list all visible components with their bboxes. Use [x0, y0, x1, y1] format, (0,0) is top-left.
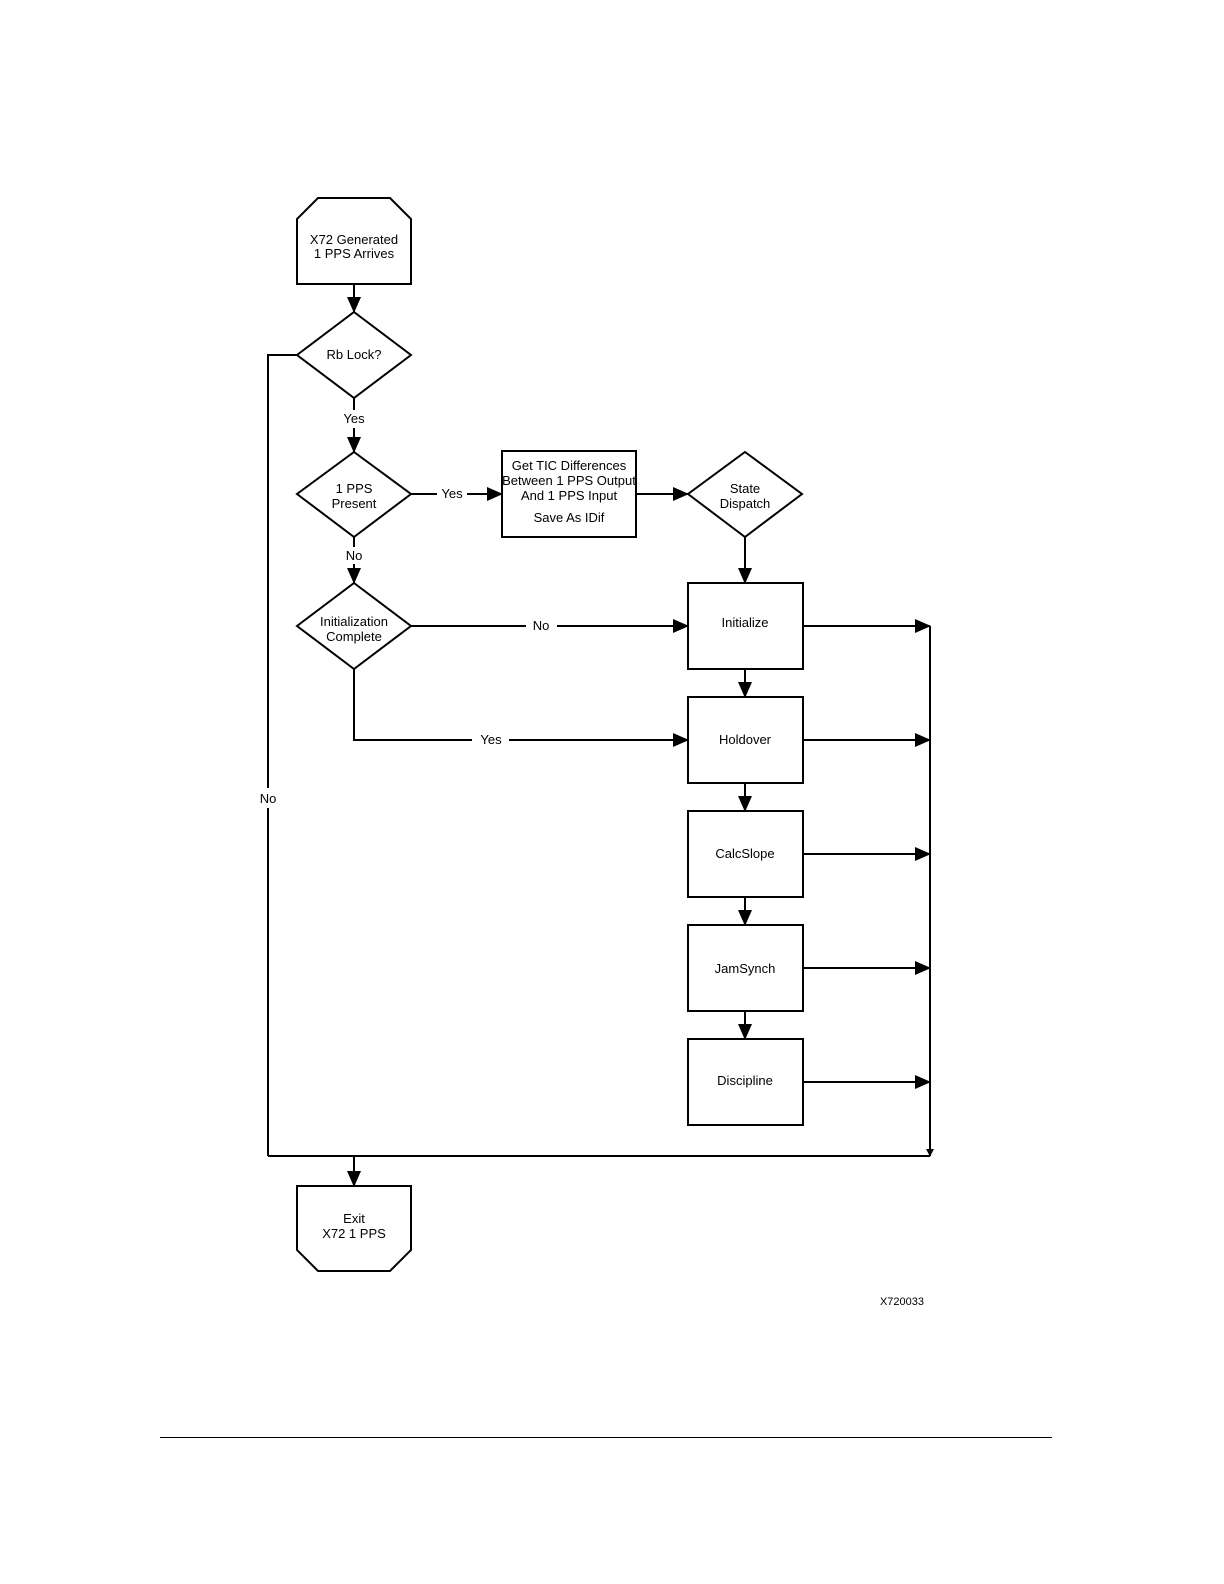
- holdover-state: Holdover: [688, 697, 803, 783]
- start-line-2: 1 PPS Arrives: [314, 246, 395, 261]
- rb-lock-decision: Rb Lock?: [297, 312, 411, 398]
- get-tic-line-4: Save As IDif: [534, 510, 605, 525]
- footer-rule: [160, 1437, 1052, 1438]
- label-rblock-no: No: [260, 791, 277, 806]
- initialize-state: Initialize: [688, 583, 803, 669]
- label-initcomplete-no: No: [533, 618, 550, 633]
- holdover-label: Holdover: [719, 732, 772, 747]
- exit-line-2: X72 1 PPS: [322, 1226, 386, 1241]
- state-dispatch-line-2: Dispatch: [720, 496, 771, 511]
- edge-initcomplete-yes-left: [354, 669, 472, 740]
- pps-present-line-2: Present: [332, 496, 377, 511]
- figure-id: X720033: [880, 1296, 924, 1308]
- jamsynch-label: JamSynch: [715, 961, 776, 976]
- edge-rblock-no-upper: [268, 355, 297, 788]
- get-tic-line-3: And 1 PPS Input: [521, 488, 618, 503]
- calcslope-state: CalcSlope: [688, 811, 803, 897]
- state-dispatch-line-1: State: [730, 481, 760, 496]
- calcslope-label: CalcSlope: [715, 846, 774, 861]
- label-rblock-yes: Yes: [343, 411, 365, 426]
- jamsynch-state: JamSynch: [688, 925, 803, 1011]
- discipline-label: Discipline: [717, 1073, 773, 1088]
- init-complete-line-2: Complete: [326, 629, 382, 644]
- init-complete-line-1: Initialization: [320, 614, 388, 629]
- connectors: [268, 284, 930, 1186]
- get-tic-line-1: Get TIC Differences: [512, 458, 627, 473]
- label-pps-yes: Yes: [441, 486, 463, 501]
- label-pps-no: No: [346, 548, 363, 563]
- get-tic-line-2: Between 1 PPS Output: [502, 473, 636, 488]
- rb-lock-label: Rb Lock?: [327, 347, 382, 362]
- discipline-state: Discipline: [688, 1039, 803, 1125]
- start-line-1: X72 Generated: [310, 232, 398, 247]
- initialize-label: Initialize: [722, 615, 769, 630]
- pps-present-line-1: 1 PPS: [336, 481, 373, 496]
- label-initcomplete-yes: Yes: [480, 732, 502, 747]
- exit-line-1: Exit: [343, 1211, 365, 1226]
